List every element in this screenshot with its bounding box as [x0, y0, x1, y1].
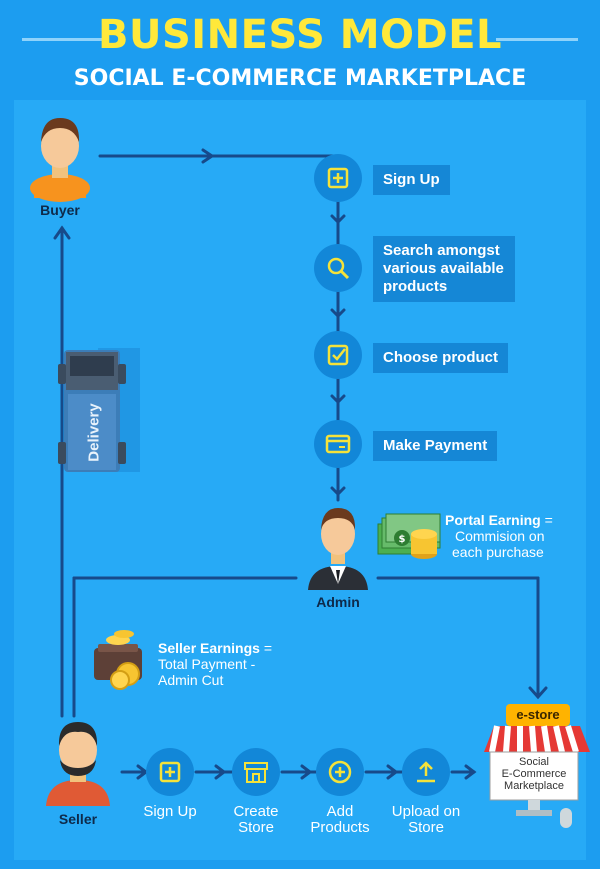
- estore-sign: e-store: [506, 707, 570, 722]
- estore-line1: Social: [490, 756, 578, 768]
- estore-line2: E-Commerce: [490, 768, 578, 780]
- estore-caption: Social E-Commerce Marketplace: [490, 756, 578, 792]
- estore-line3: Marketplace: [490, 780, 578, 792]
